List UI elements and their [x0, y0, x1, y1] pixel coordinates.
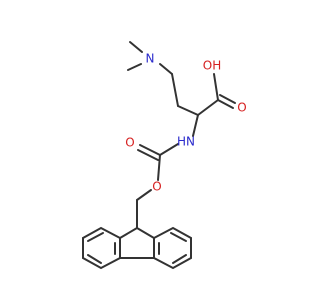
atom-o-ester: O [152, 180, 161, 194]
carboxylic-acid-group [177, 73, 236, 116]
bond-c9-left [119, 227, 138, 239]
atom-o-carbonyl-carbamate: O [125, 136, 134, 150]
molecule-diagram: N OH O HN O O [82, 41, 247, 270]
bond-methyl2-n [127, 63, 142, 71]
bond-ch2-ch2 [171, 73, 179, 107]
bond-carbonyl-c-o-ester [157, 154, 161, 181]
right-ring-double-2 [172, 254, 187, 264]
atom-hn: HN [177, 135, 195, 149]
bond-o-ch2 [136, 189, 152, 201]
bond-c-o-double-1 [217, 99, 234, 109]
bond-methyl1-n [129, 41, 143, 53]
left-ring-double-1 [87, 232, 104, 242]
carbamate-group [136, 114, 199, 229]
left-benzene-ring [82, 226, 121, 270]
bond-carbonyl-c-o-double-2 [137, 149, 159, 161]
bond-n-carbonyl-c [159, 143, 179, 156]
bond-n-ch2 [159, 63, 173, 75]
bond-ch2-alpha [177, 105, 199, 116]
right-benzene-ring [153, 226, 192, 270]
bond-c9-right [136, 227, 155, 239]
bond-c-o-double-2 [219, 94, 236, 104]
atom-oh: OH [203, 59, 221, 73]
fluorenyl-group [82, 226, 192, 270]
bond-carbonyl-c-o-double-1 [139, 144, 161, 156]
right-ring-double-1 [170, 232, 187, 242]
atom-n-dimethyl: N [146, 52, 155, 66]
bond-c-oh [213, 73, 219, 101]
left-ring-double-2 [87, 254, 102, 264]
bond-alpha-cooh [197, 99, 219, 116]
dimethylamino-group [127, 41, 179, 107]
bond-alpha-n [192, 114, 199, 137]
atom-o-carbonyl-acid: O [237, 101, 246, 115]
